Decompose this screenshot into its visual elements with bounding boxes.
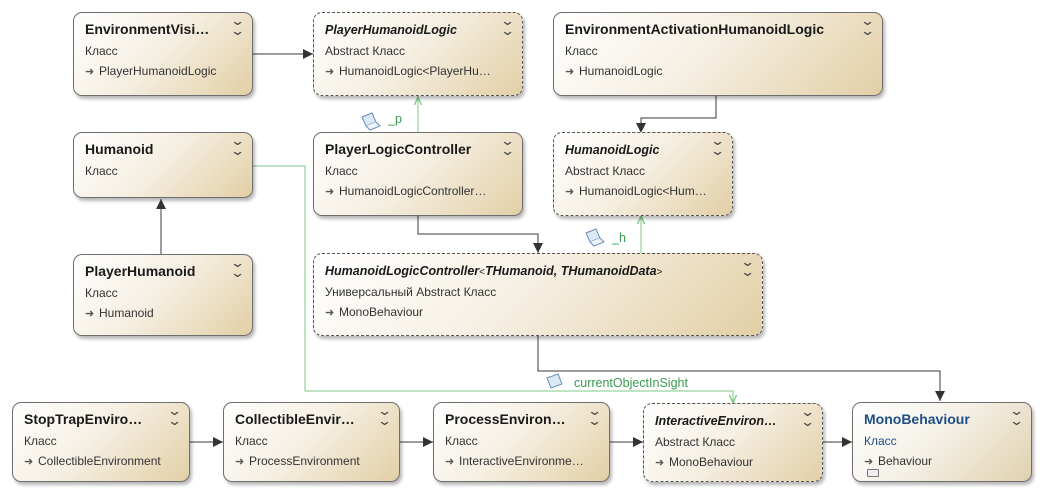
class-kind: Класс bbox=[864, 434, 897, 448]
collapse-chevron-icon[interactable]: ⌄⌄ bbox=[740, 254, 755, 279]
collapse-chevron-icon[interactable]: ⌄⌄ bbox=[230, 255, 245, 280]
collapse-chevron-icon[interactable]: ⌄⌄ bbox=[500, 133, 515, 158]
class-kind: Универсальный Abstract Класс bbox=[325, 285, 497, 299]
class-box-process-environment[interactable]: ProcessEnviron… ⌄⌄ Класс ➜ InteractiveEnv… bbox=[433, 402, 610, 482]
class-box-interactive-environment[interactable]: InteractiveEnviron… ⌄⌄ Abstract Класс ➜ M… bbox=[643, 403, 823, 482]
class-title: InteractiveEnviron… bbox=[655, 414, 777, 428]
class-title: Humanoid bbox=[85, 141, 154, 157]
base-class: HumanoidLogic<Hum… bbox=[579, 184, 707, 198]
inherit-arrow-icon: ➜ bbox=[565, 66, 575, 78]
inherit-arrow-icon: ➜ bbox=[655, 457, 665, 469]
inherit-arrow-icon: ➜ bbox=[235, 456, 245, 468]
association-label-h: _h bbox=[612, 231, 626, 245]
base-class: HumanoidLogic bbox=[579, 64, 663, 78]
class-kind: Класс bbox=[235, 434, 268, 448]
inherit-arrow-icon: ➜ bbox=[24, 456, 34, 468]
collapse-chevron-icon[interactable]: ⌄⌄ bbox=[800, 404, 815, 429]
class-kind: Abstract Класс bbox=[325, 44, 406, 58]
inherit-line-hlc bbox=[537, 336, 945, 401]
class-kind: Класс bbox=[85, 286, 118, 300]
property-icon-current bbox=[546, 373, 563, 389]
class-title: PlayerHumanoidLogic bbox=[325, 23, 457, 37]
class-box-environment-activation-humanoid-logic[interactable]: EnvironmentActivationHumanoidLogic ⌄⌄ Кл… bbox=[553, 12, 883, 96]
class-kind: Abstract Класс bbox=[565, 164, 646, 178]
class-kind: Класс bbox=[325, 164, 358, 178]
class-box-collectible-environment[interactable]: CollectibleEnvir… ⌄⌄ Класс ➜ ProcessEnvir… bbox=[223, 402, 400, 482]
base-class: CollectibleEnvironment bbox=[38, 454, 161, 468]
class-box-environment-visibility[interactable]: EnvironmentVisi… ⌄⌄ Класс ➜ PlayerHumanoi… bbox=[73, 12, 253, 96]
base-class: MonoBehaviour bbox=[669, 455, 754, 469]
collapse-chevron-icon[interactable]: ⌄⌄ bbox=[167, 403, 182, 428]
class-title: ProcessEnviron… bbox=[445, 411, 566, 427]
base-class: Humanoid bbox=[99, 306, 154, 320]
base-class: Behaviour bbox=[878, 454, 933, 468]
class-title: EnvironmentActivationHumanoidLogic bbox=[565, 21, 825, 37]
class-box-humanoid[interactable]: Humanoid ⌄⌄ Класс bbox=[73, 132, 253, 198]
inherit-line-plc bbox=[417, 216, 543, 253]
class-box-player-humanoid-logic[interactable]: PlayerHumanoidLogic ⌄⌄ Abstract Класс ➜ H… bbox=[313, 12, 523, 96]
class-title: PlayerLogicController bbox=[325, 141, 472, 157]
inherit-arrow-icon: ➜ bbox=[325, 186, 335, 198]
class-kind: Класс bbox=[85, 44, 118, 58]
class-title: StopTrapEnviro… bbox=[24, 411, 143, 427]
collapse-chevron-icon[interactable]: ⌄⌄ bbox=[500, 13, 515, 38]
class-title: PlayerHumanoid bbox=[85, 263, 196, 279]
inherit-arrow-icon: ➜ bbox=[864, 456, 874, 468]
base-class: ProcessEnvironment bbox=[249, 454, 360, 468]
property-icon-h bbox=[585, 228, 605, 247]
inherit-arrow-icon: ➜ bbox=[565, 186, 575, 198]
base-class: PlayerHumanoidLogic bbox=[99, 64, 217, 78]
association-label-current-object: currentObjectInSight bbox=[574, 376, 688, 390]
inherit-arrow-icon: ➜ bbox=[85, 66, 95, 78]
class-title: HumanoidLogicController<THumanoid, THuma… bbox=[325, 264, 663, 278]
property-icon-p bbox=[361, 112, 381, 131]
base-class: HumanoidLogicController… bbox=[339, 184, 487, 198]
inherit-arrow-icon: ➜ bbox=[445, 456, 455, 468]
class-box-humanoid-logic[interactable]: HumanoidLogic ⌄⌄ Abstract Класс ➜ Humanoi… bbox=[553, 132, 733, 216]
collapse-chevron-icon[interactable]: ⌄⌄ bbox=[860, 13, 875, 38]
collapse-chevron-icon[interactable]: ⌄⌄ bbox=[377, 403, 392, 428]
collapse-chevron-icon[interactable]: ⌄⌄ bbox=[710, 133, 725, 158]
class-title: CollectibleEnvir… bbox=[235, 411, 355, 427]
class-kind: Класс bbox=[445, 434, 478, 448]
class-box-player-logic-controller[interactable]: PlayerLogicController ⌄⌄ Класс ➜ Humanoid… bbox=[313, 132, 523, 216]
class-box-player-humanoid[interactable]: PlayerHumanoid ⌄⌄ Класс ➜ Humanoid bbox=[73, 254, 253, 336]
class-title: HumanoidLogic bbox=[565, 143, 660, 157]
class-box-stop-trap-environment[interactable]: StopTrapEnviro… ⌄⌄ Класс ➜ CollectibleEnv… bbox=[12, 402, 190, 482]
association-label-p: _p bbox=[388, 112, 402, 126]
inherit-arrow-icon: ➜ bbox=[325, 307, 335, 319]
inherit-line-envact bbox=[636, 96, 717, 133]
class-kind: Класс bbox=[85, 164, 118, 178]
class-title: EnvironmentVisi… bbox=[85, 21, 210, 37]
collapse-chevron-icon[interactable]: ⌄⌄ bbox=[230, 133, 245, 158]
base-class: InteractiveEnvironme… bbox=[459, 454, 584, 468]
collapse-chevron-icon[interactable]: ⌄⌄ bbox=[587, 403, 602, 428]
class-kind: Класс bbox=[24, 434, 57, 448]
base-class: HumanoidLogic<PlayerHu… bbox=[339, 64, 491, 78]
inherit-arrow-icon: ➜ bbox=[325, 66, 335, 78]
class-kind: Класс bbox=[565, 44, 598, 58]
collapse-chevron-icon[interactable]: ⌄⌄ bbox=[230, 13, 245, 38]
external-type-icon bbox=[867, 469, 879, 477]
class-box-humanoid-logic-controller[interactable]: HumanoidLogicController<THumanoid, THuma… bbox=[313, 253, 763, 336]
base-class: MonoBehaviour bbox=[339, 305, 424, 319]
class-box-mono-behaviour[interactable]: MonoBehaviour ⌄⌄ Класс ➜ Behaviour bbox=[852, 402, 1032, 482]
class-title: MonoBehaviour bbox=[864, 411, 970, 427]
class-kind: Abstract Класс bbox=[655, 435, 736, 449]
inherit-arrow-icon: ➜ bbox=[85, 308, 95, 320]
collapse-chevron-icon[interactable]: ⌄⌄ bbox=[1009, 403, 1024, 428]
assoc-line-current bbox=[253, 165, 733, 403]
